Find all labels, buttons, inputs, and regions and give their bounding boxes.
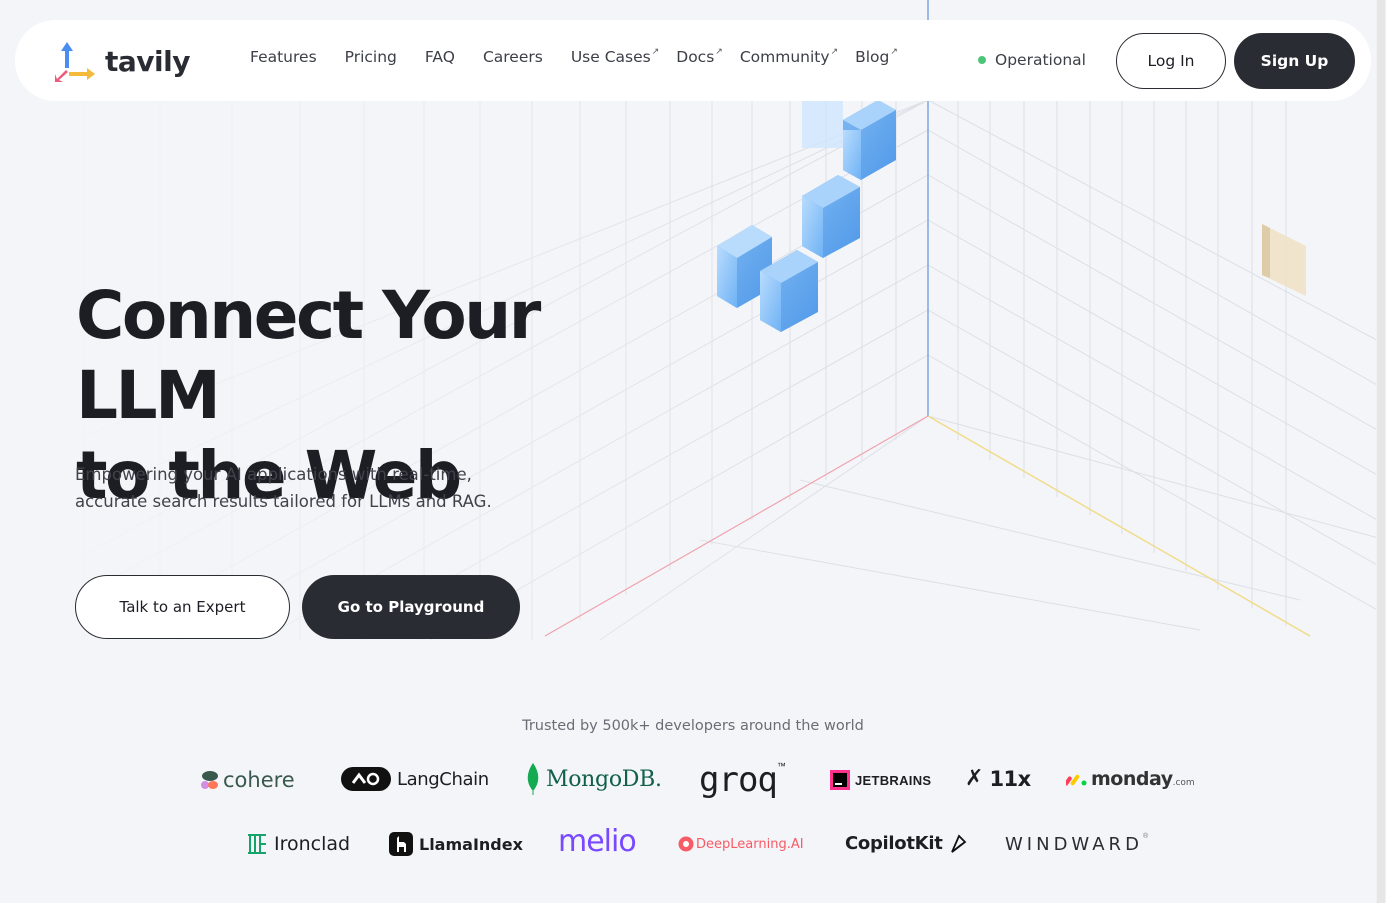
cohere-wordmark: cohere: [223, 768, 295, 792]
logo-wordmark: tavily: [105, 44, 190, 78]
external-link-icon: ↗: [890, 47, 898, 57]
jetbrains-logo: JETBRAINS: [830, 770, 931, 790]
copilotkit-logo: CopilotKit: [845, 833, 967, 854]
top-navbar: tavily Features Pricing FAQ Careers Use …: [15, 20, 1371, 101]
go-to-playground-button[interactable]: Go to Playground: [302, 575, 520, 639]
nav-community-label: Community: [739, 48, 830, 66]
hero-title: Connect Your LLM to the Web: [76, 276, 696, 516]
nav-blog-label: Blog: [855, 48, 890, 66]
talk-to-expert-button[interactable]: Talk to an Expert: [75, 575, 290, 639]
deeplearning-wordmark: DeepLearning.AI: [696, 836, 804, 852]
langchain-wordmark: LangChain: [397, 768, 489, 790]
floating-gold-tile: [1262, 224, 1306, 296]
status-indicator[interactable]: Operational: [978, 51, 1086, 69]
llamaindex-wordmark: LlamaIndex: [419, 834, 523, 854]
llamaindex-logo: LlamaIndex: [389, 832, 523, 856]
mongodb-logo: MongoDB.: [526, 763, 662, 795]
axis-left: [544, 415, 929, 637]
partner-logos-row-2: Ironclad LlamaIndex melio DeepLearning.A…: [248, 824, 1149, 866]
tavily-logo[interactable]: tavily: [53, 38, 190, 84]
11x-logo: ✗ 11x: [965, 766, 1031, 791]
ironclad-icon: [248, 834, 266, 854]
cohere-icon: [201, 771, 218, 789]
hero-title-line2: to the Web: [76, 437, 462, 514]
nav-docs[interactable]: Docs↗: [676, 47, 723, 66]
trusted-text: Trusted by 500k+ developers around the w…: [522, 718, 864, 734]
nav-community[interactable]: Community↗: [739, 47, 839, 66]
tavily-logo-icon: [55, 42, 95, 82]
nav-use-cases[interactable]: Use Cases↗: [570, 47, 660, 66]
nav-docs-label: Docs: [676, 48, 715, 66]
mongodb-leaf-icon: [527, 763, 539, 795]
windward-wordmark: WINDWARD: [1005, 834, 1143, 855]
copilotkit-wordmark: CopilotKit: [845, 833, 943, 854]
hero-subtitle: Empowering your AI applications with rea…: [75, 461, 535, 515]
ironclad-wordmark: Ironclad: [274, 833, 351, 855]
11x-wordmark: 11x: [989, 766, 1031, 791]
groq-wordmark: groq: [699, 760, 778, 800]
cohere-logo: cohere: [200, 768, 295, 792]
groq-logo: groq ™: [699, 760, 786, 800]
external-link-icon: ↗: [830, 47, 839, 57]
monday-wordmark: monday: [1091, 768, 1173, 790]
nav-faq-label: FAQ: [424, 48, 455, 66]
floating-cubes: [717, 100, 896, 332]
windward-logo: WINDWARD ®: [1005, 833, 1149, 855]
jetbrains-wordmark: JETBRAINS: [855, 772, 932, 788]
monday-com-suffix: .com: [1172, 778, 1195, 788]
partner-logos-row-1: cohere LangChain MongoDB. groq ™ JETBRAI…: [200, 760, 1195, 800]
ironclad-logo: Ironclad: [248, 833, 350, 855]
nav-pricing[interactable]: Pricing: [345, 48, 397, 66]
jetbrains-icon: [830, 770, 850, 790]
hero-subtitle-line1: Empowering your AI applications with rea…: [75, 465, 472, 484]
nav-careers-label: Careers: [482, 48, 543, 66]
mongodb-wordmark: MongoDB.: [546, 766, 662, 792]
main-menu: Features Pricing FAQ Careers Use Cases↗ …: [250, 47, 925, 66]
11x-icon: ✗: [965, 766, 984, 791]
nav-careers[interactable]: Careers: [483, 48, 543, 66]
external-link-icon: ↗: [651, 47, 660, 57]
hero-grid-background: [0, 0, 1386, 640]
signup-button[interactable]: Sign Up: [1234, 33, 1355, 89]
axis-right: [927, 415, 1311, 637]
llamaindex-icon: [389, 832, 413, 856]
status-label: Operational: [995, 51, 1086, 69]
trademark-icon: ™: [776, 761, 786, 771]
copilotkit-kite-icon: [950, 833, 966, 853]
langchain-icon: [341, 767, 391, 791]
melio-logo: melio: [558, 824, 637, 859]
nav-use-cases-label: Use Cases: [570, 48, 651, 66]
deeplearning-logo: DeepLearning.AI: [678, 836, 804, 852]
hero-title-line1: Connect Your LLM: [76, 277, 541, 434]
registered-icon: ®: [1142, 833, 1149, 840]
trusted-section: [48, 640, 1338, 903]
nav-pricing-label: Pricing: [344, 48, 397, 66]
langchain-logo: LangChain: [341, 767, 489, 791]
scrollbar-thumb[interactable]: [1377, 0, 1385, 903]
melio-wordmark: melio: [558, 824, 637, 859]
hero-subtitle-line2: accurate search results tailored for LLM…: [75, 492, 492, 511]
deeplearning-icon: [678, 836, 694, 852]
monday-logo: monday .com: [1066, 768, 1195, 790]
external-link-icon: ↗: [715, 47, 723, 57]
status-dot-icon: [978, 56, 986, 64]
nav-blog[interactable]: Blog↗: [855, 47, 898, 66]
login-button[interactable]: Log In: [1116, 33, 1226, 89]
nav-faq[interactable]: FAQ: [425, 48, 455, 66]
nav-features[interactable]: Features: [250, 48, 317, 66]
nav-features-label: Features: [250, 48, 317, 66]
monday-icon: [1066, 774, 1087, 786]
